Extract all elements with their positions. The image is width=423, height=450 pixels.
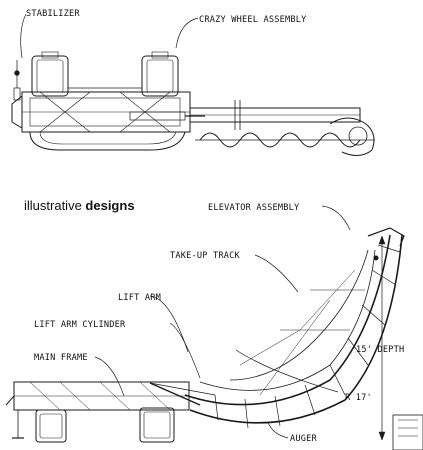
- leader-stabilizer: [20, 13, 27, 59]
- label-main-frame: MAIN FRAME: [34, 353, 88, 363]
- side-rear-wheel: [139, 407, 175, 443]
- label-depth: 15' DEPTH: [356, 345, 404, 355]
- side-view: [5, 227, 423, 450]
- leader-auger: [267, 421, 289, 439]
- leader-radius: [235, 349, 339, 393]
- label-take-up: TAKE-UP TRACK: [170, 251, 240, 261]
- leader-lift-arm: [149, 295, 189, 353]
- brand-light: illustrative: [24, 198, 86, 213]
- brand-wordmark: illustrative designs: [24, 198, 135, 213]
- leader-crazy-wheel: [175, 17, 199, 49]
- label-crazy-wheel: CRAZY WHEEL ASSEMBLY: [199, 15, 307, 25]
- leader-main-frame: [94, 356, 125, 397]
- label-auger: AUGER: [290, 434, 317, 444]
- label-elevator: ELEVATOR ASSEMBLY: [208, 203, 300, 213]
- elevator-outer: [184, 234, 391, 406]
- top-view: [11, 51, 375, 156]
- label-radius: R 17': [345, 393, 372, 403]
- leader-lift-arm-cyl: [169, 322, 201, 379]
- leader-elevator: [321, 205, 351, 231]
- left-wheel: [31, 55, 69, 97]
- leader-take-up: [254, 254, 299, 293]
- brand-bold: designs: [85, 198, 135, 213]
- side-front-wheel: [35, 409, 67, 443]
- label-lift-arm: LIFT ARM: [118, 293, 161, 303]
- right-wheel: [141, 55, 179, 97]
- leader-lines: [20, 13, 351, 439]
- label-lift-arm-cyl: LIFT ARM CYLINDER: [34, 320, 126, 330]
- label-stabilizer: STABILIZER: [26, 9, 80, 19]
- take-up-track: [229, 249, 369, 381]
